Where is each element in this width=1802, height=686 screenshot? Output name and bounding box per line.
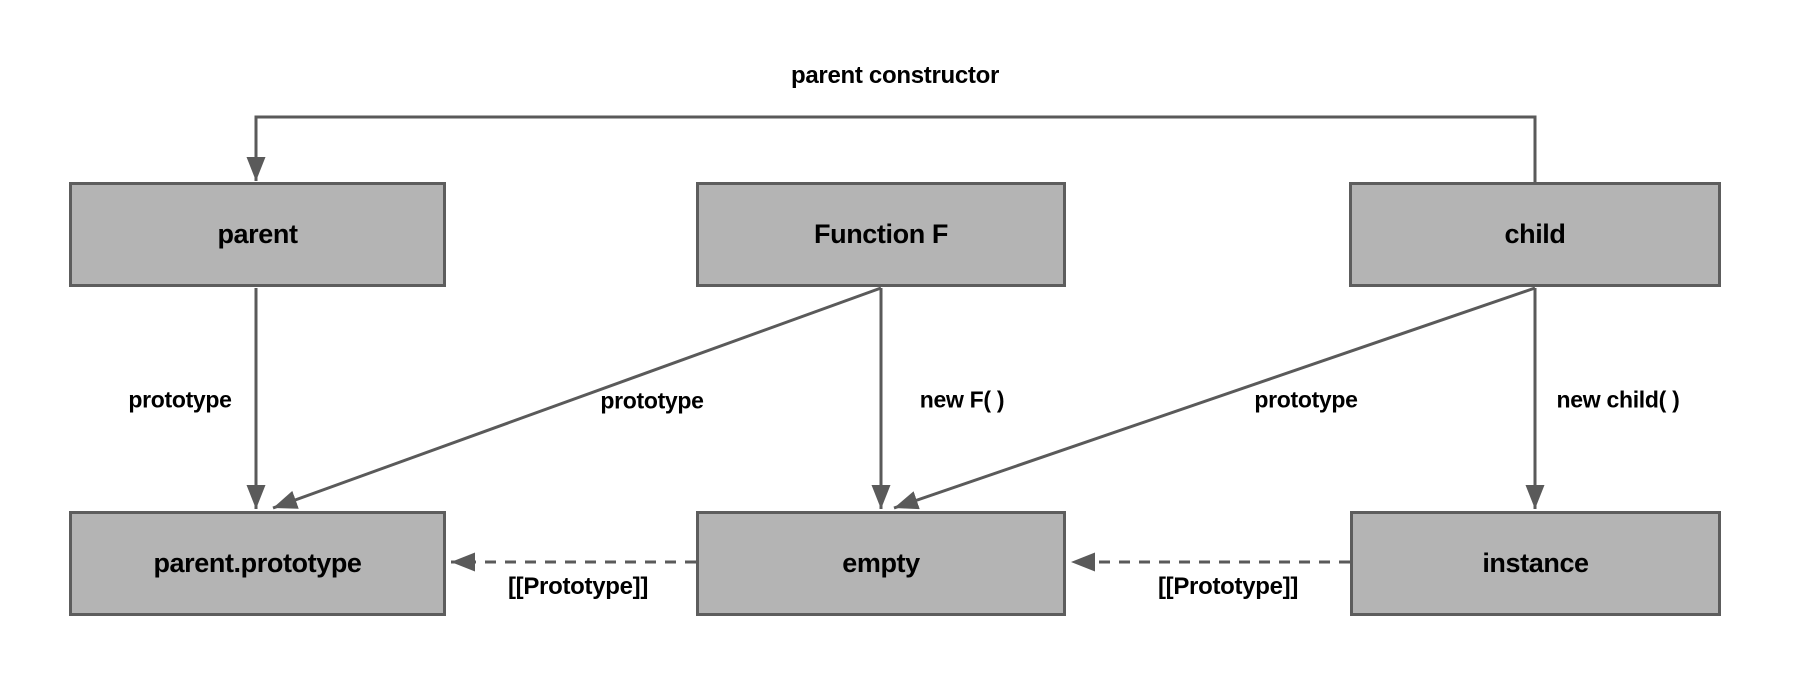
node-empty: empty <box>696 511 1066 616</box>
node-child: child <box>1349 182 1721 287</box>
edge-label-prototype-functionf: prototype <box>600 387 704 414</box>
node-child-label: child <box>1504 219 1566 249</box>
edge-child-prototype <box>893 286 1536 510</box>
node-parent-prototype-label: parent.prototype <box>153 548 362 578</box>
edge-label-prototype-parent: prototype <box>128 386 232 413</box>
edge-label-prototype-child: prototype <box>1254 386 1358 413</box>
edge-label-parent-constructor: parent constructor <box>791 62 999 89</box>
edge-functionf-prototype <box>272 286 882 510</box>
node-function-f-label: Function F <box>814 219 948 249</box>
node-function-f: Function F <box>696 182 1066 287</box>
node-parent-prototype: parent.prototype <box>69 511 446 616</box>
node-parent: parent <box>69 182 446 287</box>
node-empty-label: empty <box>842 548 920 578</box>
edge-label-proto-link-left: [[Prototype]] <box>507 573 649 600</box>
node-instance-label: instance <box>1482 548 1589 578</box>
node-instance: instance <box>1350 511 1721 616</box>
edge-label-new-f: new F( ) <box>919 386 1005 413</box>
edge-parent-constructor <box>246 115 1537 182</box>
edge-label-new-child: new child( ) <box>1556 386 1680 413</box>
edge-label-proto-link-right: [[Prototype]] <box>1157 573 1299 600</box>
node-parent-label: parent <box>217 219 298 249</box>
